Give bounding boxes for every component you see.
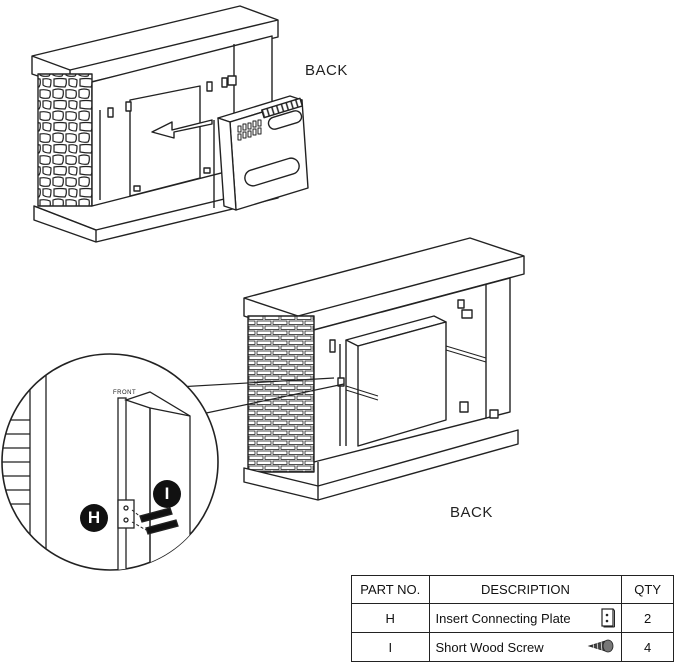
part-h-callout-badge: H xyxy=(80,504,108,532)
description-cell: Insert Connecting Plate xyxy=(428,603,623,633)
back-label-bottom: BACK xyxy=(450,504,493,521)
table-row: I Short Wood Screw 4 xyxy=(351,632,674,662)
electric-insert-unit xyxy=(151,95,309,211)
wood-screw-icon xyxy=(587,639,614,653)
header-description: DESCRIPTION xyxy=(428,575,623,604)
parts-table: PART NO. DESCRIPTION QTY H Insert Connec… xyxy=(351,575,674,662)
description-text: Short Wood Screw xyxy=(435,639,544,655)
qty-cell: 4 xyxy=(621,632,674,662)
back-label-top: BACK xyxy=(305,62,348,79)
part-i-callout-badge: I xyxy=(153,480,181,508)
detail-magnifier xyxy=(1,353,219,571)
header-part-no: PART NO. xyxy=(351,575,430,604)
detail-callout-lines xyxy=(159,377,345,417)
part-no-cell: H xyxy=(351,603,430,633)
bottom-fireplace-mantel xyxy=(243,237,525,501)
description-text: Insert Connecting Plate xyxy=(435,610,571,626)
part-no-cell: I xyxy=(351,632,430,662)
front-label: FRONT xyxy=(113,390,137,396)
qty-cell: 2 xyxy=(621,603,674,633)
connecting-plate-icon xyxy=(601,608,616,628)
description-cell: Short Wood Screw xyxy=(428,632,623,662)
header-qty: QTY xyxy=(621,575,674,604)
parts-table-header-row: PART NO. DESCRIPTION QTY xyxy=(351,575,674,604)
table-row: H Insert Connecting Plate 2 xyxy=(351,603,674,633)
